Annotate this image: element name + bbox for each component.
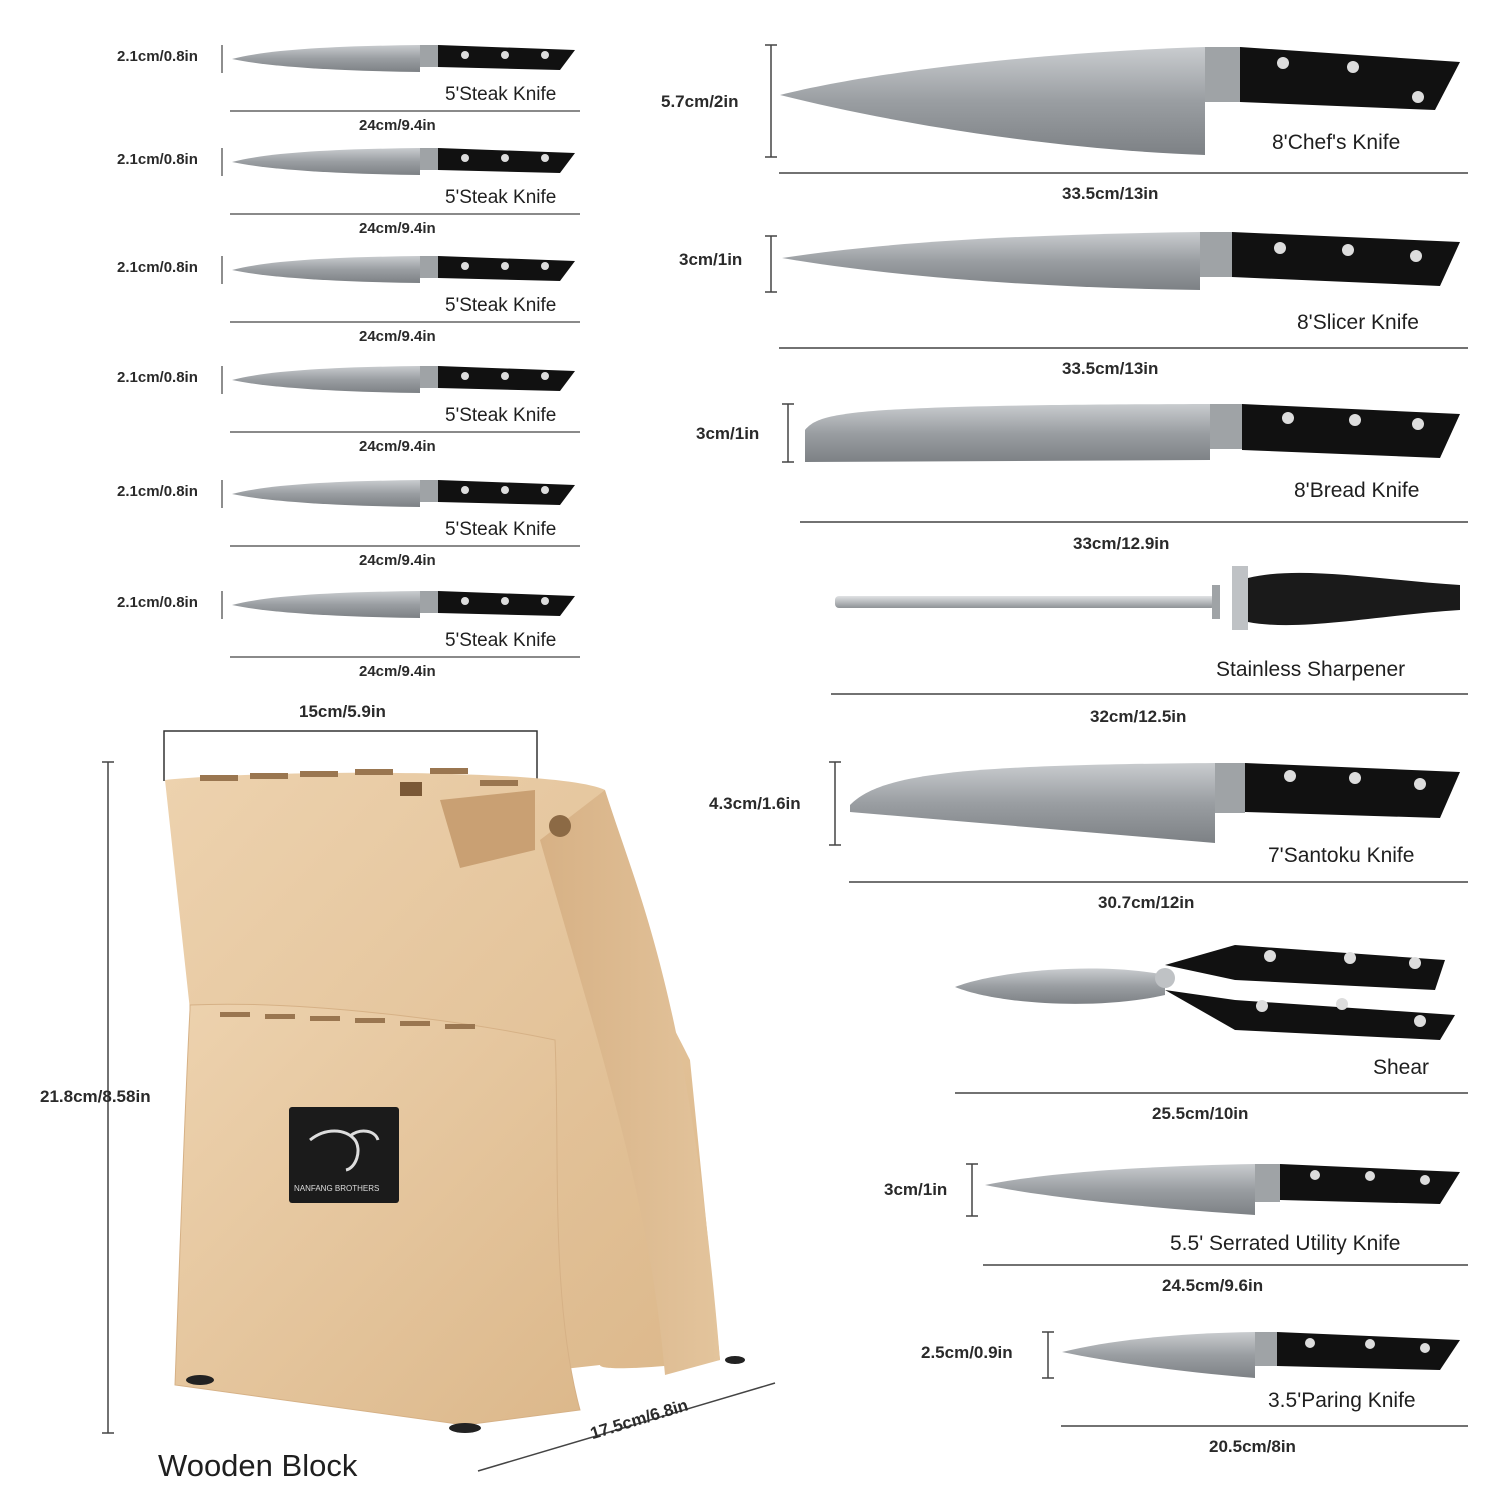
wooden-block: [102, 730, 776, 1472]
shear: [955, 945, 1468, 1094]
steak-knife-name: 5'Steak Knife: [445, 630, 557, 651]
bread-knife-length: 33cm/12.9in: [1073, 534, 1170, 553]
utility-knife-name: 5.5' Serrated Utility Knife: [1170, 1232, 1401, 1255]
steak-knife-length: 24cm/9.4in: [359, 438, 436, 455]
paring-knife-width: 2.5cm/0.9in: [921, 1343, 1013, 1362]
steak-knife-name: 5'Steak Knife: [445, 519, 557, 540]
steak-knife-length: 24cm/9.4in: [359, 328, 436, 345]
steak-knife-width: 2.1cm/0.8in: [117, 369, 198, 386]
steak-knife-length: 24cm/9.4in: [359, 663, 436, 680]
paring-knife-length: 20.5cm/8in: [1209, 1437, 1296, 1456]
steak-knife-width: 2.1cm/0.8in: [117, 594, 198, 611]
steak-knife-length: 24cm/9.4in: [359, 117, 436, 134]
steak-knife: [221, 480, 580, 547]
steak-knife-length: 24cm/9.4in: [359, 552, 436, 569]
serrated-utility-knife: [966, 1163, 1468, 1266]
steak-knife: [221, 148, 580, 215]
santoku-knife: [829, 761, 1468, 883]
steak-knife-width: 2.1cm/0.8in: [117, 259, 198, 276]
chef-knife-length: 33.5cm/13in: [1062, 184, 1159, 203]
utility-knife-length: 24.5cm/9.6in: [1162, 1276, 1264, 1295]
steak-knife: [221, 366, 580, 433]
santoku-knife-name: 7'Santoku Knife: [1268, 844, 1415, 867]
slicer-knife: [765, 232, 1468, 349]
steak-knife: [221, 45, 580, 112]
paring-knife-name: 3.5'Paring Knife: [1268, 1389, 1416, 1412]
chef-knife-name: 8'Chef's Knife: [1272, 131, 1401, 154]
steak-knife-set: [221, 45, 580, 658]
steak-knife-length: 24cm/9.4in: [359, 220, 436, 237]
santoku-knife-length: 30.7cm/12in: [1098, 893, 1195, 912]
block-height: 21.8cm/8.58in: [40, 1087, 151, 1106]
steak-knife-name: 5'Steak Knife: [445, 187, 557, 208]
block-top-width: 15cm/5.9in: [299, 702, 386, 721]
shear-name: Shear: [1373, 1056, 1430, 1079]
steak-knife-name: 5'Steak Knife: [445, 295, 557, 316]
bread-knife-name: 8'Bread Knife: [1294, 479, 1420, 502]
paring-knife: [1042, 1331, 1468, 1427]
bread-knife-width: 3cm/1in: [696, 424, 760, 443]
sharpener: [831, 566, 1468, 695]
slicer-knife-name: 8'Slicer Knife: [1297, 311, 1419, 334]
steak-knife: [221, 256, 580, 323]
block-name: Wooden Block: [158, 1448, 358, 1483]
utility-knife-width: 3cm/1in: [884, 1180, 948, 1199]
sharpener-name: Stainless Sharpener: [1216, 658, 1406, 681]
slicer-knife-length: 33.5cm/13in: [1062, 359, 1159, 378]
steak-knife-name: 5'Steak Knife: [445, 84, 557, 105]
steak-knife-width: 2.1cm/0.8in: [117, 483, 198, 500]
steak-knife: [221, 591, 580, 658]
bread-knife: [782, 403, 1468, 523]
chef-knife: [765, 44, 1468, 174]
shear-length: 25.5cm/10in: [1152, 1104, 1249, 1123]
slicer-knife-width: 3cm/1in: [679, 250, 743, 269]
sharpener-length: 32cm/12.5in: [1090, 707, 1187, 726]
badge-text: NANFANG BROTHERS: [294, 1184, 380, 1193]
steak-knife-name: 5'Steak Knife: [445, 405, 557, 426]
steak-knife-width: 2.1cm/0.8in: [117, 48, 198, 65]
chef-knife-width: 5.7cm/2in: [661, 92, 739, 111]
santoku-knife-width: 4.3cm/1.6in: [709, 794, 801, 813]
steak-knife-width: 2.1cm/0.8in: [117, 151, 198, 168]
